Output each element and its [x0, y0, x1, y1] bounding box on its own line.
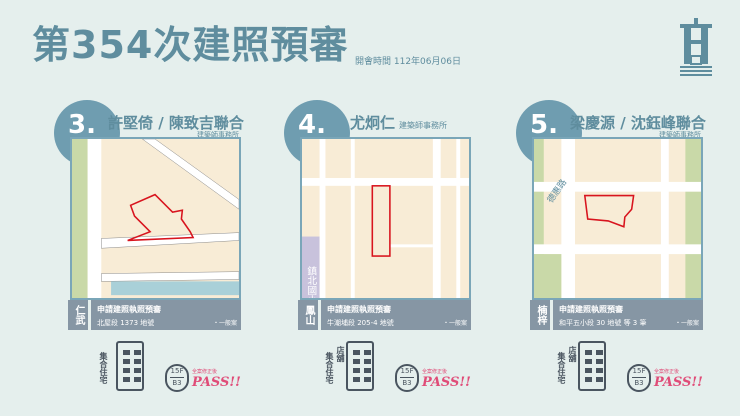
case-card-5: 5. 梁慶源 / 沈鈺峰聯合 建築師事務所 德惠路 楠梓 申請建照執照預審和平五… — [516, 100, 706, 400]
building-summary: 集合住宅 15F B3 全案修正後 PASS!! — [88, 338, 263, 398]
result-note: 全案修正後 — [422, 369, 448, 375]
building-icon — [346, 341, 374, 391]
result-note: 全案修正後 — [654, 369, 680, 375]
basement: B3 — [172, 379, 182, 387]
architect-name: 許堅倚 / 陳致吉聯合 — [108, 114, 244, 132]
architect: 尤炯仁 — [350, 114, 396, 132]
use-label: 店舖 — [568, 346, 577, 362]
district-label: 鳳山 — [298, 300, 318, 330]
architect-office: 建築師事務所 — [399, 121, 448, 130]
site-map: 德惠路 — [532, 137, 703, 300]
result: PASS!! — [192, 375, 241, 390]
page-title: 第354次建照預審 — [32, 23, 349, 67]
building-icon — [116, 341, 144, 391]
use-label: 集合住宅 — [325, 352, 334, 384]
case-category: ・一般案 — [442, 320, 467, 327]
case-card-3: 3. 許堅倚 / 陳致吉聯合 建築師事務所 仁武 申請建照執照預審北屋段 137… — [54, 100, 244, 400]
case-category: ・一般案 — [212, 320, 237, 327]
floors: 15F — [632, 367, 646, 375]
case-info: 仁武 申請建照執照預審北屋段 1373 地號 ・一般案 — [68, 300, 241, 330]
building-summary: 集合住宅 店舖 15F B3 全案修正後 PASS!! — [550, 338, 725, 398]
case-info: 鳳山 申請建照執照預審牛潮埔段 205-4 地號 ・一般案 — [298, 300, 471, 330]
use-label: 店舖 — [336, 346, 345, 362]
district-label: 楠梓 — [530, 300, 550, 330]
district-label: 仁武 — [68, 300, 88, 330]
basement: B3 — [634, 379, 644, 387]
use-label: 集合住宅 — [557, 352, 566, 384]
case-type: 申請建照執照預審 — [97, 305, 161, 314]
basement: B3 — [402, 379, 412, 387]
address: 和平五小段 30 地號 等 3 筆 — [559, 319, 647, 327]
building-icon — [578, 341, 606, 391]
site-map: 鎮北國小 — [300, 137, 471, 300]
case-category: ・一般案 — [674, 320, 699, 327]
building-summary: 集合住宅 店舖 15F B3 全案修正後 PASS!! — [318, 338, 493, 398]
result-note: 全案修正後 — [192, 369, 218, 375]
architect-name: 尤炯仁建築師事務所 — [350, 112, 447, 133]
result: PASS!! — [654, 375, 703, 390]
city-logo-icon — [680, 18, 712, 76]
use-label: 集合住宅 — [99, 352, 108, 384]
floor-badge: 15F B3 — [395, 364, 419, 392]
floors: 15F — [400, 367, 414, 375]
result: PASS!! — [422, 375, 471, 390]
architect-name: 梁慶源 / 沈鈺峰聯合 — [570, 114, 706, 132]
case-type: 申請建照執照預審 — [327, 305, 391, 314]
floor-badge: 15F B3 — [165, 364, 189, 392]
site-map — [70, 137, 241, 300]
architect-office: 建築師事務所 — [659, 131, 701, 139]
case-info: 楠梓 申請建照執照預審和平五小段 30 地號 等 3 筆 ・一般案 — [530, 300, 703, 330]
floor-badge: 15F B3 — [627, 364, 651, 392]
case-type: 申請建照執照預審 — [559, 305, 623, 314]
school-label: 鎮北國小 — [305, 264, 317, 298]
floors: 15F — [170, 367, 184, 375]
architect-office: 建築師事務所 — [197, 131, 239, 139]
address: 牛潮埔段 205-4 地號 — [327, 319, 394, 327]
meeting-date: 開會時間 112年06月06日 — [355, 57, 461, 67]
case-card-4: 4. 尤炯仁建築師事務所 鎮北國小 鳳山 申請建照執照預審牛潮埔段 205-4 … — [284, 100, 473, 400]
address: 北屋段 1373 地號 — [97, 319, 155, 327]
